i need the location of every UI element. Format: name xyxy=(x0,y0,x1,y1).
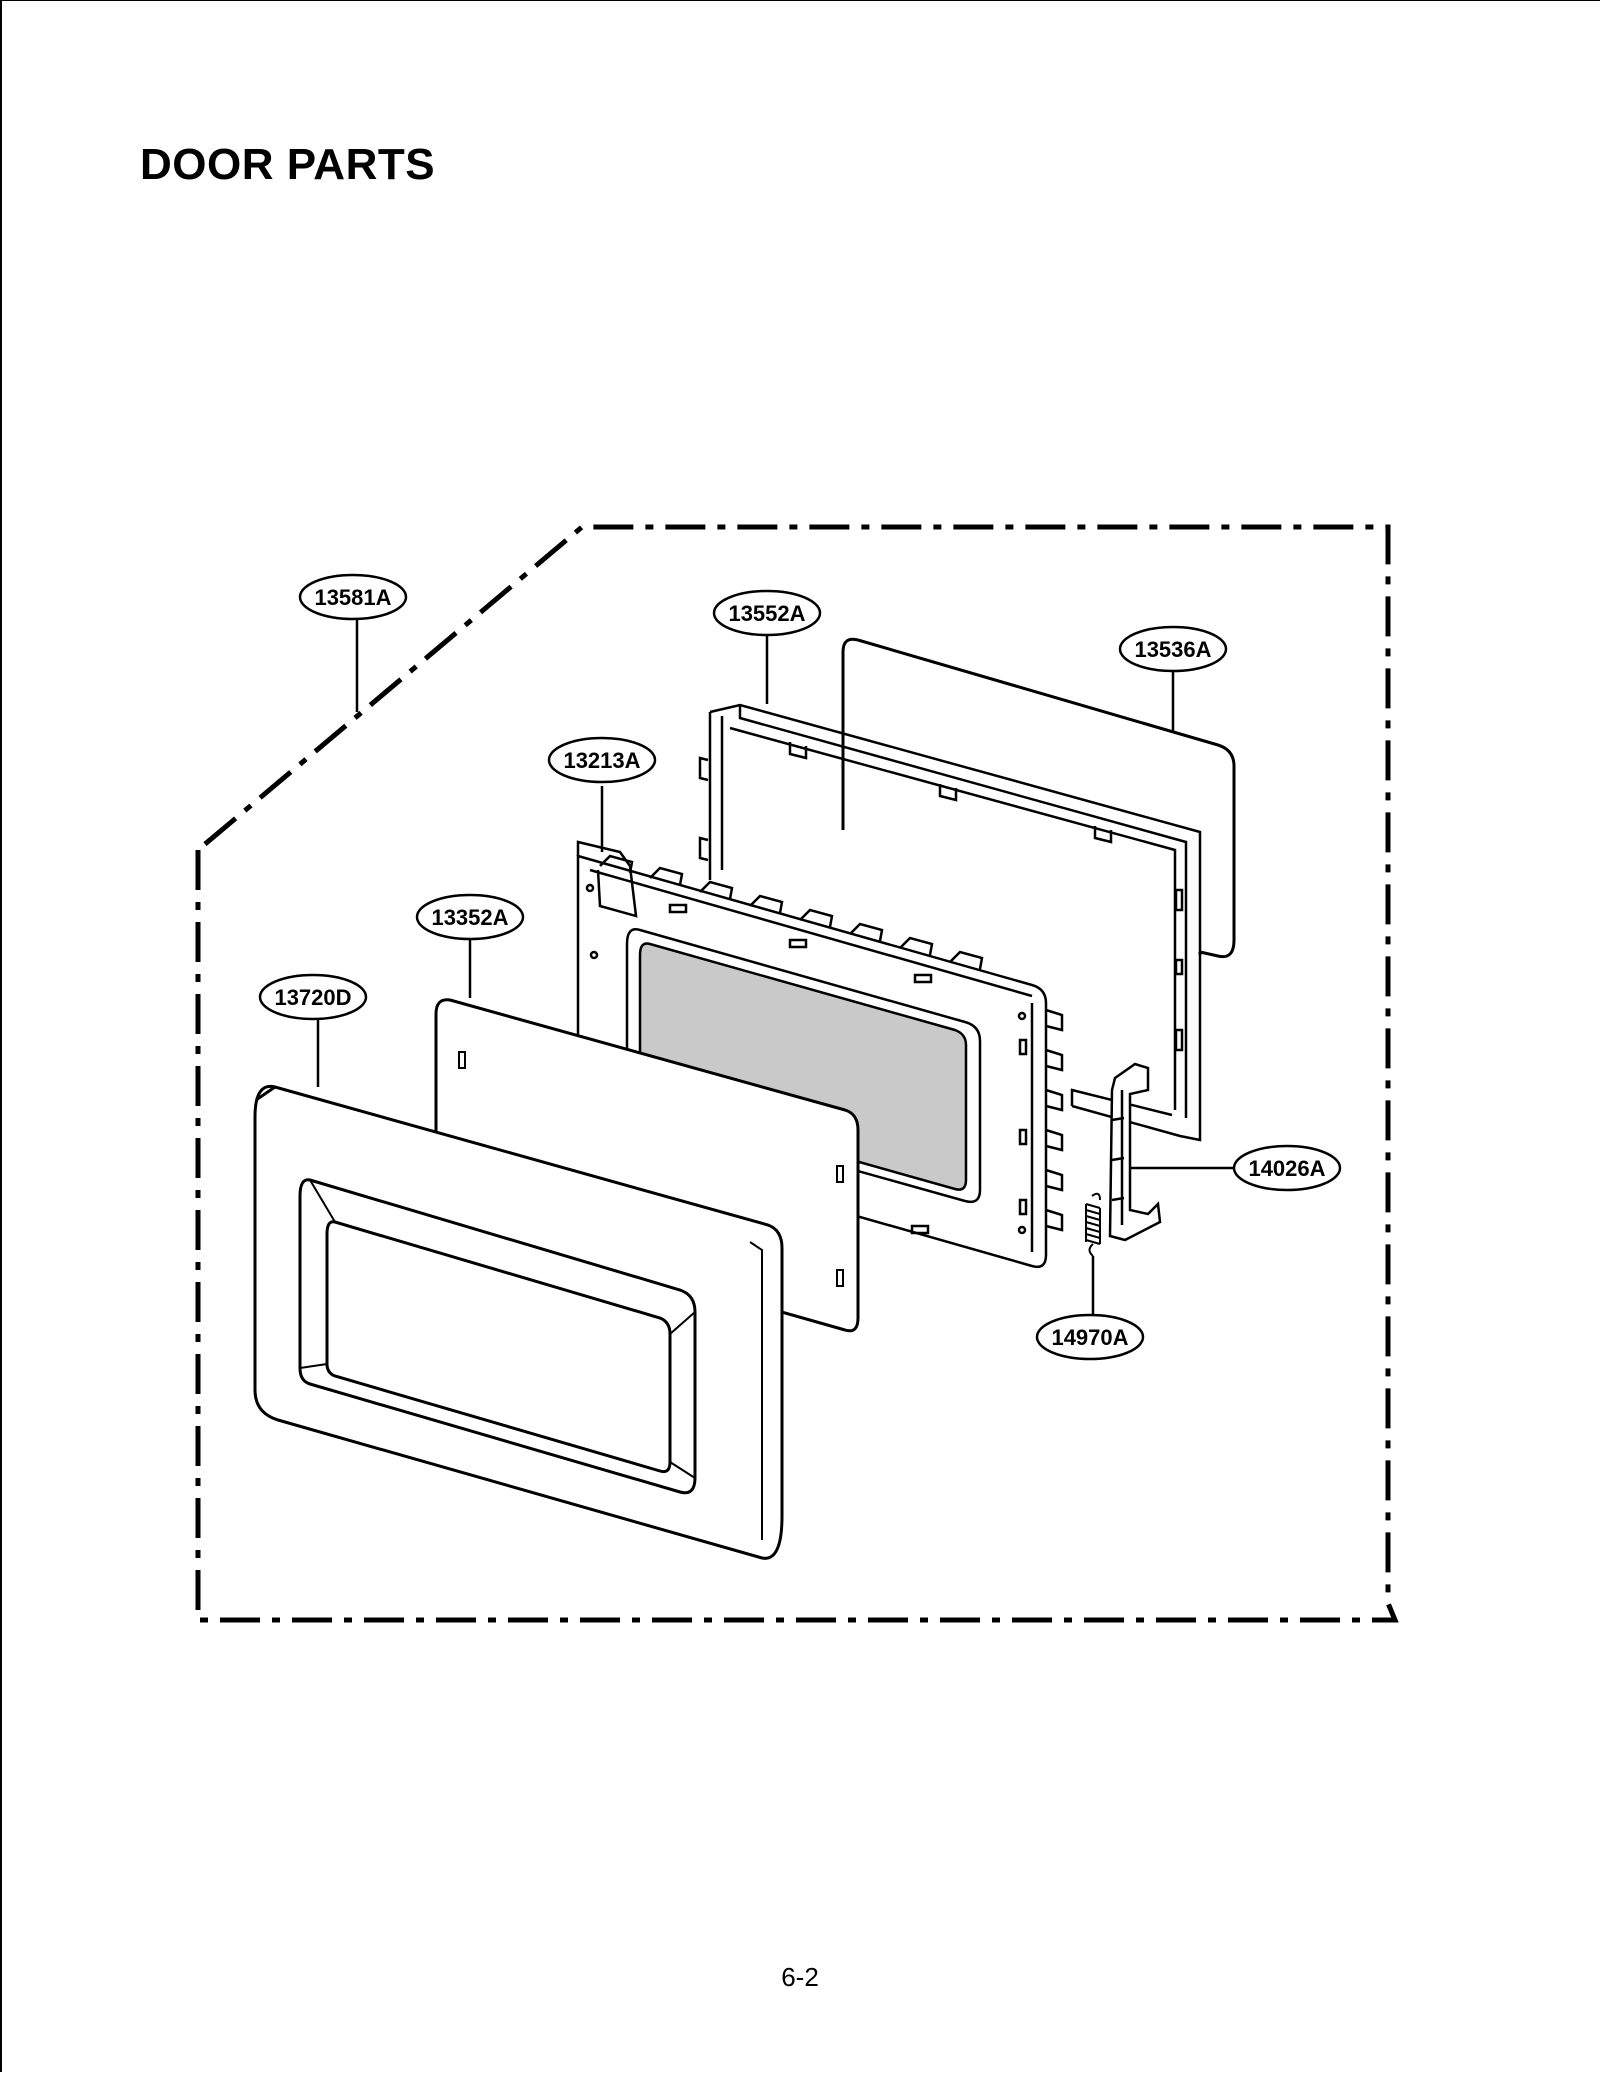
callout-13352A: 13352A xyxy=(415,893,525,941)
part-14970A-spring xyxy=(1085,1192,1101,1257)
callout-14970A: 14970A xyxy=(1035,1313,1145,1361)
callout-label: 14026A xyxy=(1248,1156,1325,1181)
callout-13552A: 13552A xyxy=(712,589,822,637)
callout-13581A: 13581A xyxy=(298,573,408,621)
part-14026A-latch xyxy=(1108,1062,1162,1242)
callout-label: 13552A xyxy=(728,601,805,626)
callout-label: 14970A xyxy=(1051,1325,1128,1350)
callout-label: 13352A xyxy=(431,905,508,930)
callout-label: 13720D xyxy=(274,985,351,1010)
callout-13213A: 13213A xyxy=(547,736,657,784)
callout-label: 13581A xyxy=(314,585,391,610)
part-13552A-frame xyxy=(698,703,1202,1142)
page-title: DOOR PARTS xyxy=(140,140,436,189)
callout-13536A: 13536A xyxy=(1118,625,1228,673)
callout-label: 13536A xyxy=(1134,637,1211,662)
part-13720D-door-frame xyxy=(253,1084,784,1560)
callout-label: 13213A xyxy=(563,748,640,773)
page-number: 6-2 xyxy=(781,1962,819,1992)
callout-13720D: 13720D xyxy=(258,973,368,1021)
callout-leaders xyxy=(316,620,1240,1316)
callout-14026A: 14026A xyxy=(1232,1144,1342,1192)
